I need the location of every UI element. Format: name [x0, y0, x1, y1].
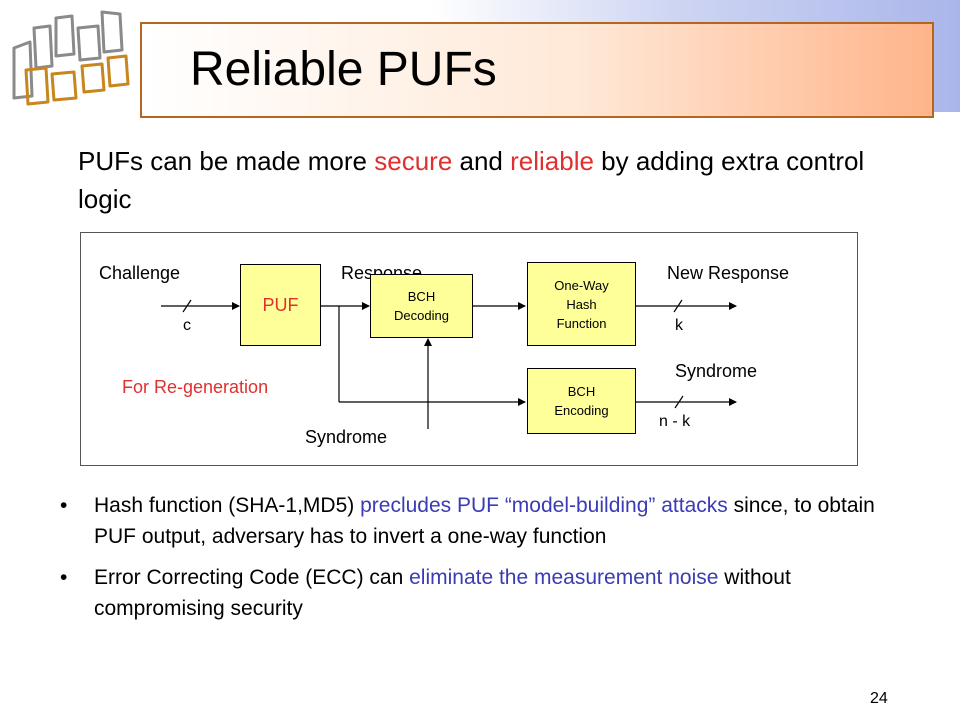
regeneration-label: For Re-generation — [122, 377, 269, 397]
intro-text: PUFs can be made more secure and reliabl… — [78, 142, 898, 218]
page-number: 24 — [870, 690, 888, 707]
bullet-2-text-part-1: Error Correcting Code (ECC) can — [94, 566, 410, 589]
challenge-label: Challenge — [99, 263, 181, 283]
one-way-hash-block: One-Way Hash Function — [527, 262, 636, 346]
slide-title: Reliable PUFs — [190, 43, 497, 96]
city-logo-icon — [12, 10, 130, 106]
syndrome-input-label: Syndrome — [305, 427, 388, 447]
puf-block-diagram: Challenge Response New Response Syndrome… — [80, 232, 858, 466]
intro-part-2: and — [452, 146, 511, 176]
diagram-connections — [161, 299, 737, 429]
bullet-marker: • — [60, 566, 68, 589]
intro-part-3: by adding extra control logic — [78, 146, 865, 214]
bullet-2-text-part-2: without compromising security — [94, 566, 791, 620]
new-response-label: New Response — [667, 263, 790, 283]
bullet-1-text-part-2: since, to obtain PUF output, adversary h… — [94, 494, 875, 548]
bullet-item-hash: • Hash function (SHA-1,MD5) precludes PUF… — [60, 490, 920, 552]
bullet-item-ecc: • Error Correcting Code (ECC) can elimina… — [60, 562, 920, 624]
bullet-1-text-part-1: Hash function (SHA-1,MD5) — [94, 494, 361, 517]
bit-width-k-label: k — [675, 317, 683, 334]
bullet-marker: • — [60, 494, 68, 517]
bch-decoding-block: BCH Decoding — [370, 274, 473, 338]
bullet-list: • Hash function (SHA-1,MD5) precludes PUF… — [60, 490, 920, 634]
bit-width-nk-label: n - k — [659, 413, 691, 430]
intro-highlight-reliable: reliable — [510, 146, 594, 176]
bullet-2-highlight: eliminate the measurement noise — [409, 566, 719, 589]
intro-part-1: PUFs can be made more — [78, 146, 375, 176]
puf-block: PUF — [240, 264, 321, 346]
title-bar: Reliable PUFs — [140, 22, 934, 118]
intro-highlight-secure: secure — [374, 146, 453, 176]
syndrome-output-label: Syndrome — [675, 361, 758, 381]
bch-encoding-block: BCH Encoding — [527, 368, 636, 434]
bit-width-c-label: c — [183, 317, 191, 334]
bullet-1-highlight: precludes PUF “model-building” attacks — [360, 494, 728, 517]
